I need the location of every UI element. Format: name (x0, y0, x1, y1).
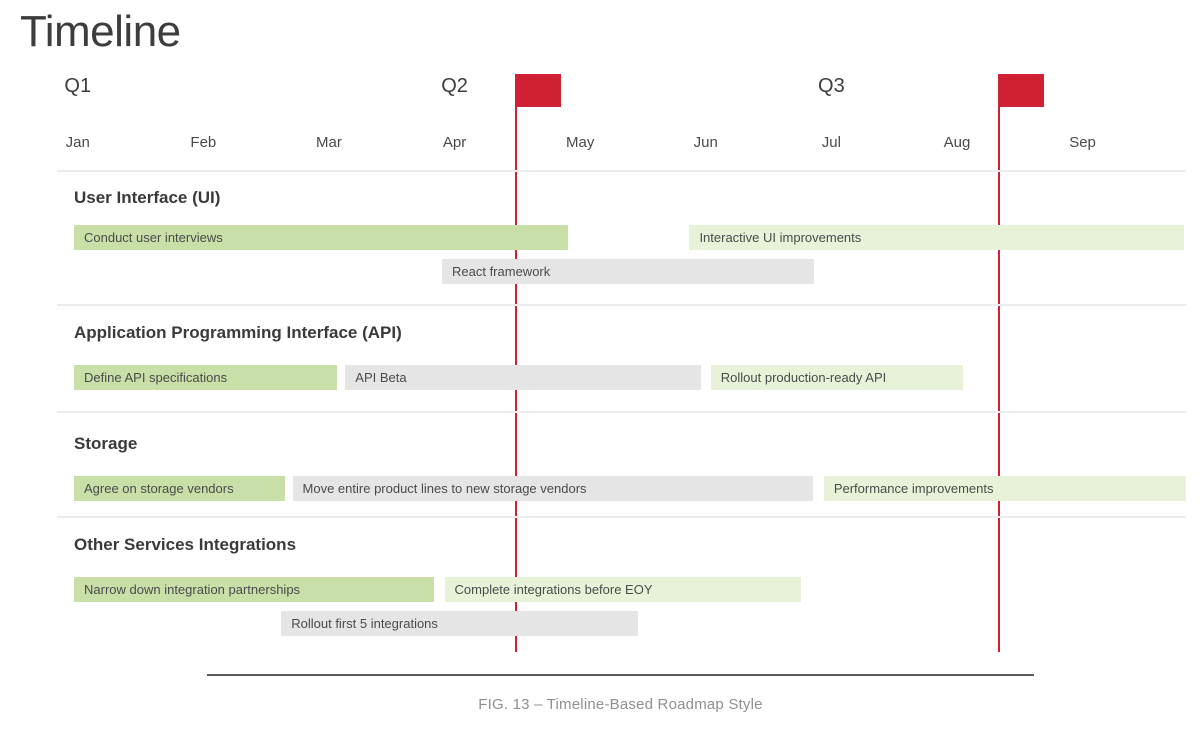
task-bar: Rollout production-ready API (710, 365, 964, 390)
page-title: Timeline (20, 7, 181, 56)
section-divider (57, 516, 1186, 518)
figure-divider-line (207, 674, 1034, 676)
flag-icon (998, 74, 1045, 107)
section-heading: Storage (74, 434, 138, 453)
task-bar: Rollout first 5 integrations (281, 611, 638, 636)
flag-icon (514, 74, 561, 107)
task-bar: API Beta (345, 365, 701, 390)
quarter-label-q1: Q1 (64, 75, 92, 97)
month-label-sep: Sep (1069, 134, 1096, 151)
month-label-feb: Feb (190, 134, 217, 151)
section-divider (57, 411, 1186, 413)
month-label-jan: Jan (65, 134, 90, 151)
month-label-apr: Apr (442, 134, 467, 151)
task-bar: Interactive UI improvements (689, 225, 1185, 250)
milestone-line (998, 74, 1001, 652)
task-bar: Narrow down integration partnerships (74, 577, 435, 602)
month-label-jun: Jun (693, 134, 718, 151)
section-heading: User Interface (UI) (74, 188, 221, 207)
section-divider (57, 170, 1186, 172)
section-heading: Other Services Integrations (74, 535, 297, 554)
task-bar: Move entire product lines to new storage… (292, 476, 813, 501)
figure-caption: FIG. 13 – Timeline-Based Roadmap Style (478, 696, 763, 713)
month-label-may: May (565, 134, 595, 151)
month-label-aug: Aug (943, 134, 971, 151)
task-bar: Conduct user interviews (74, 225, 568, 250)
section-heading: Application Programming Interface (API) (74, 323, 402, 342)
task-bar: Agree on storage vendors (74, 476, 285, 501)
task-bar: Performance improvements (823, 476, 1186, 501)
task-bar: Define API specifications (74, 365, 337, 390)
task-bar: Complete integrations before EOY (444, 577, 802, 602)
milestone-line (514, 74, 517, 652)
month-label-jul: Jul (821, 134, 841, 151)
quarter-label-q3: Q3 (818, 75, 845, 97)
month-label-mar: Mar (316, 134, 342, 151)
section-divider (57, 304, 1186, 306)
quarter-label-q2: Q2 (441, 75, 468, 97)
task-bar: React framework (442, 259, 814, 284)
